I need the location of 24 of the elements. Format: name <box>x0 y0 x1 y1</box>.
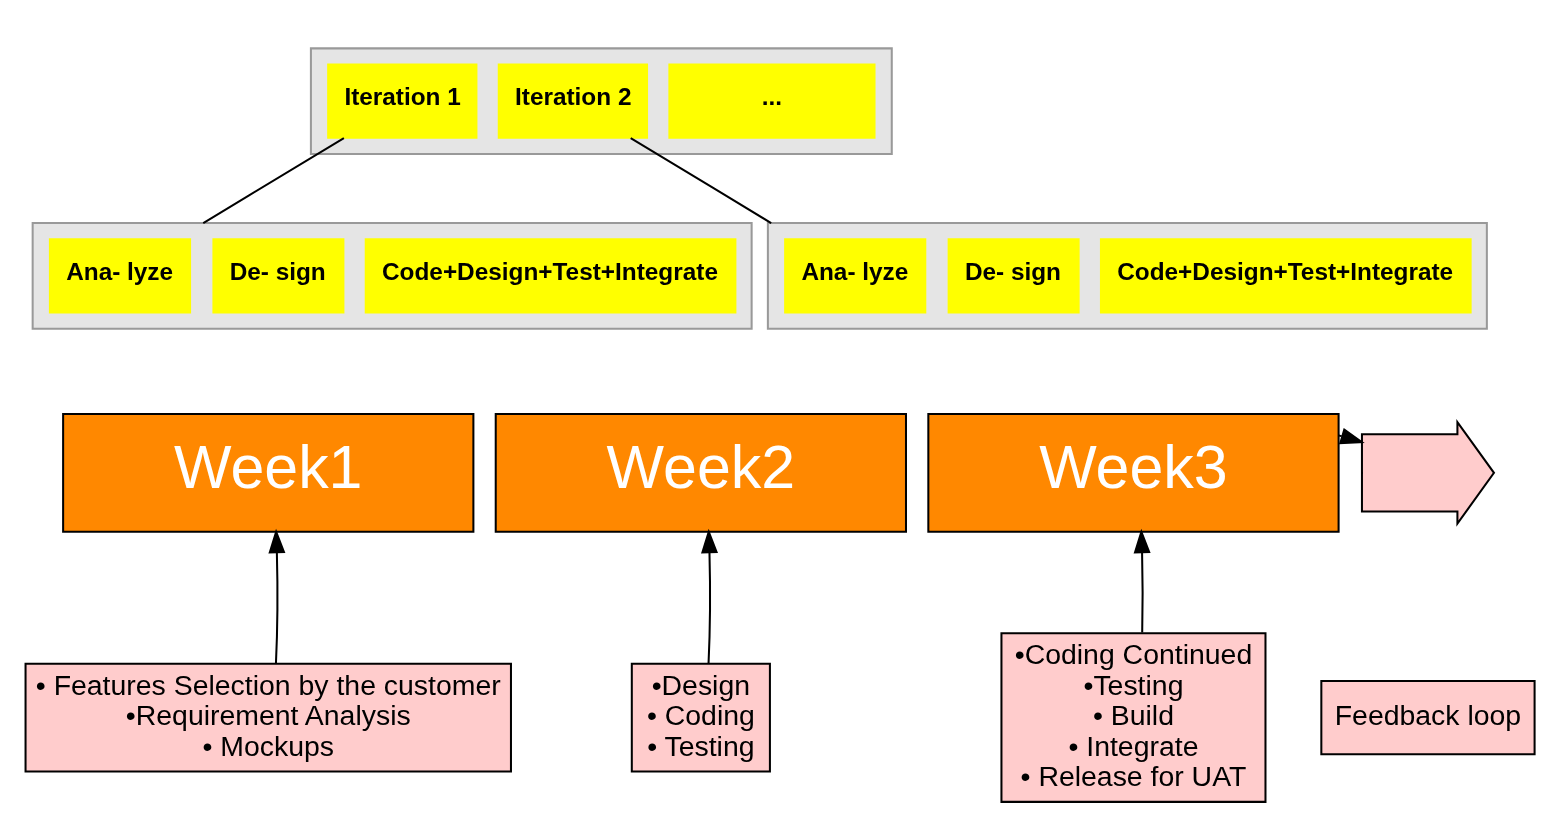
node-box: Code+Design+Test+Integrate <box>364 237 737 313</box>
node-box: •Design • Coding • Testing <box>630 662 771 772</box>
node-box: •Coding Continued •Testing • Build • Integrate • Release for UAT <box>1000 631 1267 803</box>
node-box: De- sign <box>212 237 345 313</box>
cluster <box>766 221 1488 330</box>
node-arrow <box>1360 418 1496 527</box>
node-box: Ana- lyze <box>48 237 192 313</box>
connector <box>202 136 345 224</box>
arrow <box>700 528 719 663</box>
node-box: Ana- lyze <box>784 237 927 313</box>
node-box: Iteration 1 <box>327 63 478 139</box>
cluster <box>31 221 753 330</box>
node-box: Week2 <box>494 412 907 533</box>
node-box: Iteration 2 <box>497 63 649 139</box>
cluster <box>309 46 893 155</box>
node-box: De- sign <box>947 237 1080 313</box>
node-box: Feedback loop <box>1320 679 1536 755</box>
connector <box>630 136 772 224</box>
arrow <box>1133 528 1151 632</box>
arrow <box>268 528 286 663</box>
node-box: • Features Selection by the customer •Requirement Analysis • Mockups <box>24 662 512 772</box>
node-box: Week1 <box>62 412 475 533</box>
node-box: ... <box>668 63 876 139</box>
node-box: Code+Design+Test+Integrate <box>1099 237 1472 313</box>
